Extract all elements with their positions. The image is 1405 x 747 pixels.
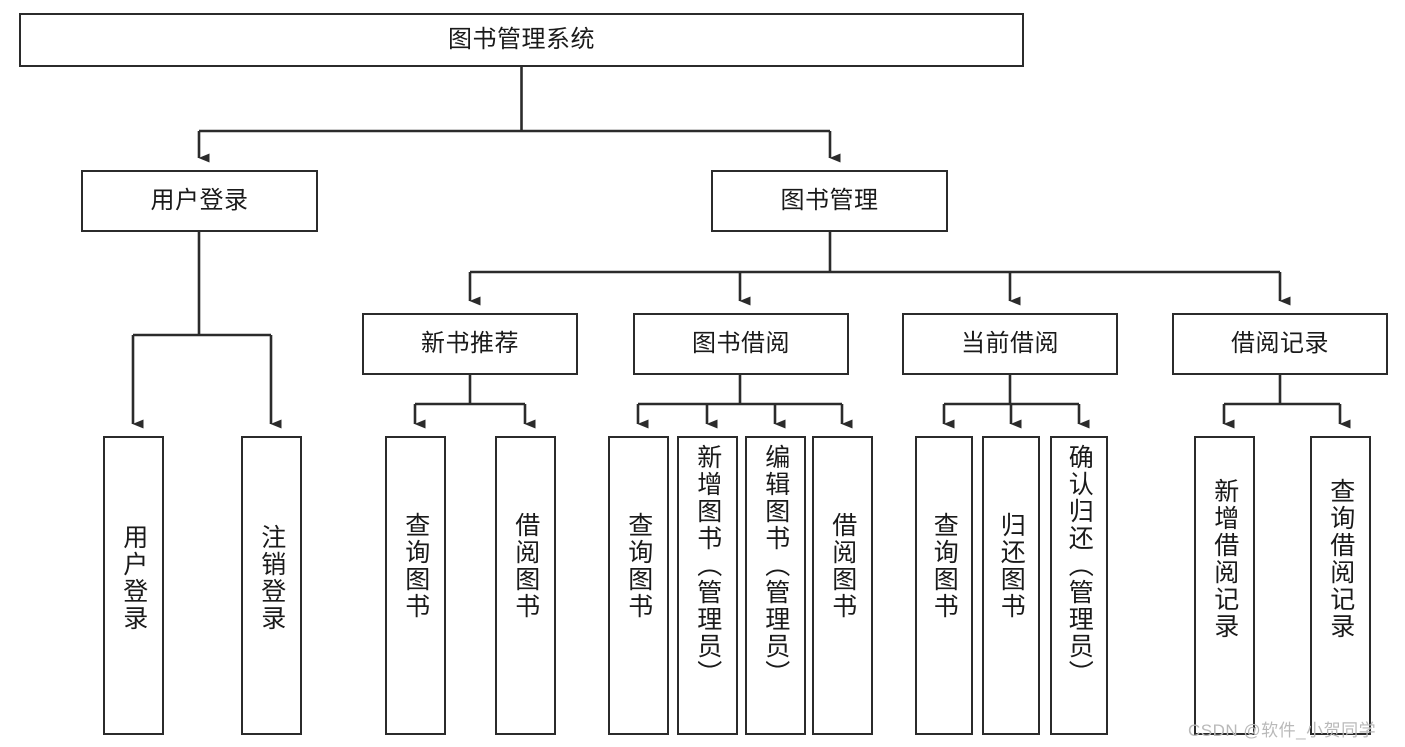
node-user-login[interactable]: 用户登录 (81, 170, 318, 232)
leaf-borrow-book[interactable]: 借阅图书 (812, 436, 873, 735)
node-label: 查询图书 (624, 512, 653, 620)
node-label: 图书管理 (780, 186, 879, 214)
node-book-management[interactable]: 图书管理 (711, 170, 948, 232)
leaf-add-book-admin[interactable]: 新增图书（管理员） (677, 436, 738, 735)
node-label: 注销登录 (257, 524, 286, 632)
node-label: 查询图书 (401, 512, 430, 620)
leaf-query-borrow-record[interactable]: 查询借阅记录 (1310, 436, 1371, 735)
leaf-edit-book-admin[interactable]: 编辑图书（管理员） (745, 436, 806, 735)
node-label: 编辑图书（管理员） (761, 444, 790, 687)
node-root-system[interactable]: 图书管理系统 (19, 13, 1024, 67)
node-borrow-record[interactable]: 借阅记录 (1172, 313, 1388, 375)
node-label: 新增图书（管理员） (693, 444, 722, 687)
leaf-logout[interactable]: 注销登录 (241, 436, 302, 735)
node-label: 借阅记录 (1231, 329, 1329, 357)
node-label: 图书借阅 (692, 329, 790, 357)
node-label: 借阅图书 (828, 512, 857, 620)
leaf-query-book-current[interactable]: 查询图书 (915, 436, 973, 735)
leaf-return-book[interactable]: 归还图书 (982, 436, 1040, 735)
node-label: 查询借阅记录 (1326, 478, 1355, 640)
node-label: 借阅图书 (511, 512, 540, 620)
leaf-borrow-book-recommend[interactable]: 借阅图书 (495, 436, 556, 735)
node-current-borrow[interactable]: 当前借阅 (902, 313, 1118, 375)
node-book-borrow[interactable]: 图书借阅 (633, 313, 849, 375)
node-label: 用户登录 (150, 186, 249, 214)
node-label: 归还图书 (997, 512, 1026, 620)
leaf-user-login[interactable]: 用户登录 (103, 436, 164, 735)
node-label: 确认归还（管理员） (1065, 444, 1094, 687)
csdn-watermark: CSDN @软件_小贺同学 (1188, 721, 1377, 740)
node-label: 新书推荐 (421, 329, 519, 357)
node-label: 当前借阅 (961, 329, 1059, 357)
leaf-query-book-recommend[interactable]: 查询图书 (385, 436, 446, 735)
leaf-confirm-return-admin[interactable]: 确认归还（管理员） (1050, 436, 1108, 735)
leaf-add-borrow-record[interactable]: 新增借阅记录 (1194, 436, 1255, 735)
node-label: 新增借阅记录 (1210, 478, 1239, 640)
node-new-book-recommend[interactable]: 新书推荐 (362, 313, 578, 375)
leaf-query-book-borrow[interactable]: 查询图书 (608, 436, 669, 735)
node-label: 用户登录 (119, 524, 148, 632)
node-label: 图书管理系统 (448, 25, 595, 53)
node-label: 查询图书 (930, 512, 959, 620)
